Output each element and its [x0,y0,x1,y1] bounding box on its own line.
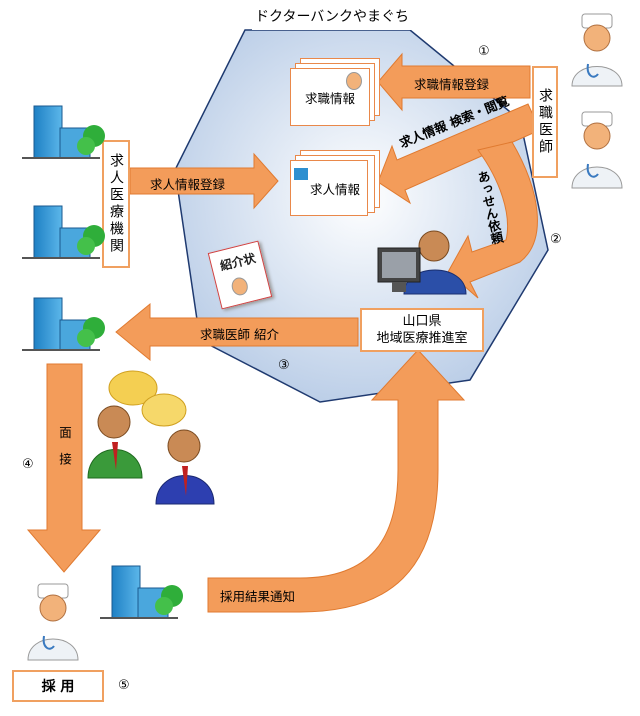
marker-3: ③ [278,358,290,373]
regional-office-line2: 地域医療推進室 [376,331,468,346]
seeker-register-arrow [377,52,531,112]
page-title: ドクターバンクやまぐち [252,2,412,30]
hospital-icon [22,105,105,159]
hire-result-label: 採用結果通知 [220,589,296,604]
regional-medical-office-box: 山口県 地域医療推進室 [360,308,484,352]
businessperson-icon [87,405,143,479]
marker-1: ① [478,44,490,59]
offer-register-label: 求人情報登録 [150,177,226,192]
mediation-request-arrow [447,141,538,299]
hospital-icon [22,297,105,351]
medical-institution-label: 求人医療機関 [108,153,124,255]
search-view-arrow [377,103,541,205]
job-seeking-doctor-label: 求職医師 [537,88,553,156]
hired-box: 採 用 [12,670,104,702]
job-seeker-info-label: 求職情報 [304,90,355,106]
seeker-register-label: 求職情報登録 [414,77,490,92]
introduce-arrow [115,302,359,362]
hire-result-arrow [207,349,466,613]
hospital-icon [294,168,308,180]
doctor-icon [27,583,79,661]
officer-at-computer-icon [377,230,467,295]
speech-bubble-icon [141,393,187,427]
businessperson-icon [155,429,215,505]
job-seeker-info-doc: 求職情報 [290,58,380,126]
hospital-icon [22,205,105,259]
page-title-text: ドクターバンクやまぐち [255,9,409,25]
job-offer-info-label: 求人情報 [309,181,360,197]
marker-2: ② [550,232,562,247]
marker-5: ⑤ [118,678,130,693]
interview-label: 面接 [57,426,72,479]
hospital-icon [100,565,183,619]
hired-label: 採 用 [41,679,75,695]
medical-institution-box: 求人医療機関 [102,140,130,268]
doctor-icon [346,72,362,90]
doctor-icon [571,111,623,189]
doctor-icon [571,13,623,87]
interview-arrow [26,363,102,573]
marker-4: ④ [22,457,34,472]
job-seeking-doctor-box: 求職医師 [532,66,558,178]
regional-office-line1: 山口県 [402,314,442,329]
introduce-label: 求職医師 紹介 [200,327,279,342]
speech-bubble-icon [108,370,158,406]
offer-register-arrow [129,152,279,210]
job-offer-info-doc: 求人情報 [290,150,380,216]
